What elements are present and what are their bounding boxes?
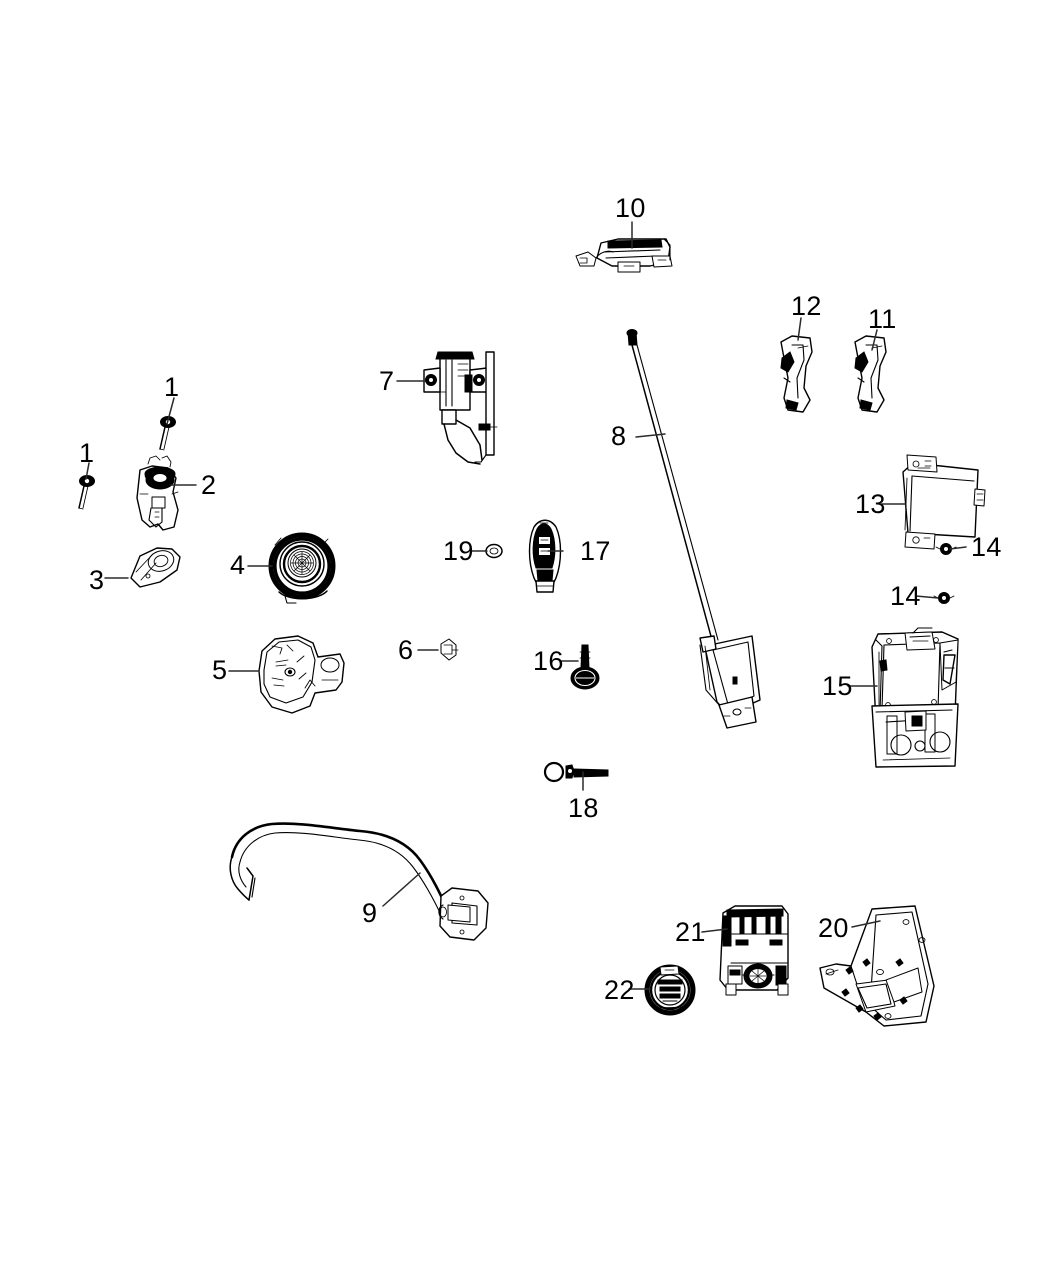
- part-connector-plug: [644, 964, 696, 1016]
- callout-label-12: 12: [791, 291, 822, 321]
- part-key-with-ring: [543, 761, 609, 783]
- part-antenna-bracket: [575, 238, 673, 273]
- part-control-module: [902, 454, 986, 550]
- leader-lines: [85, 221, 967, 990]
- callout-label-7: 7: [379, 366, 395, 396]
- part-key-fob-transmitter: [528, 519, 562, 593]
- part-antenna-module: [699, 635, 761, 729]
- callout-label-17: 17: [580, 536, 611, 566]
- part-receiver-module: [871, 627, 959, 768]
- part-bracket-right: [854, 335, 887, 413]
- callout-label-8: 8: [611, 421, 627, 451]
- callout-label-14-lower: 14: [890, 581, 921, 611]
- callout-label-10: 10: [615, 193, 646, 223]
- callout-label-18: 18: [568, 793, 599, 823]
- part-mounting-bracket: [819, 905, 935, 1027]
- callout-label-20: 20: [818, 913, 849, 943]
- callout-label-9: 9: [362, 898, 378, 928]
- callout-label-11: 11: [868, 304, 897, 334]
- callout-label-16: 16: [533, 646, 564, 676]
- callout-label-6: 6: [398, 635, 414, 665]
- callout-label-5: 5: [212, 655, 228, 685]
- part-key-blank: [570, 644, 600, 690]
- callout-label-1-lower: 1: [79, 438, 95, 468]
- callout-label-13: 13: [855, 489, 886, 519]
- callout-label-21: 21: [675, 917, 706, 947]
- callout-label-15: 15: [822, 671, 853, 701]
- part-relay-box: [719, 905, 789, 996]
- part-hood-release-cable: [229, 822, 489, 941]
- callout-label-22: 22: [604, 975, 635, 1005]
- part-bracket-left: [780, 335, 813, 413]
- callout-label-1-upper: 1: [164, 372, 180, 402]
- part-ignition-switch: [136, 455, 179, 531]
- part-screw-lower: [78, 475, 95, 510]
- part-lock-cylinder-cover: [130, 547, 181, 588]
- part-steering-lock-actuator: [423, 351, 498, 465]
- part-o-ring-seal: [485, 543, 503, 559]
- part-siren-horn: [268, 532, 336, 604]
- callout-label-4: 4: [230, 550, 246, 580]
- callout-label-19: 19: [443, 536, 474, 566]
- part-antenna-mast: [626, 329, 719, 641]
- part-ignition-lock-housing: [258, 635, 345, 714]
- part-clip-retainer: [440, 638, 459, 661]
- callout-label-3: 3: [89, 565, 105, 595]
- callout-label-2: 2: [201, 470, 217, 500]
- callout-label-14-upper: 14: [971, 532, 1002, 562]
